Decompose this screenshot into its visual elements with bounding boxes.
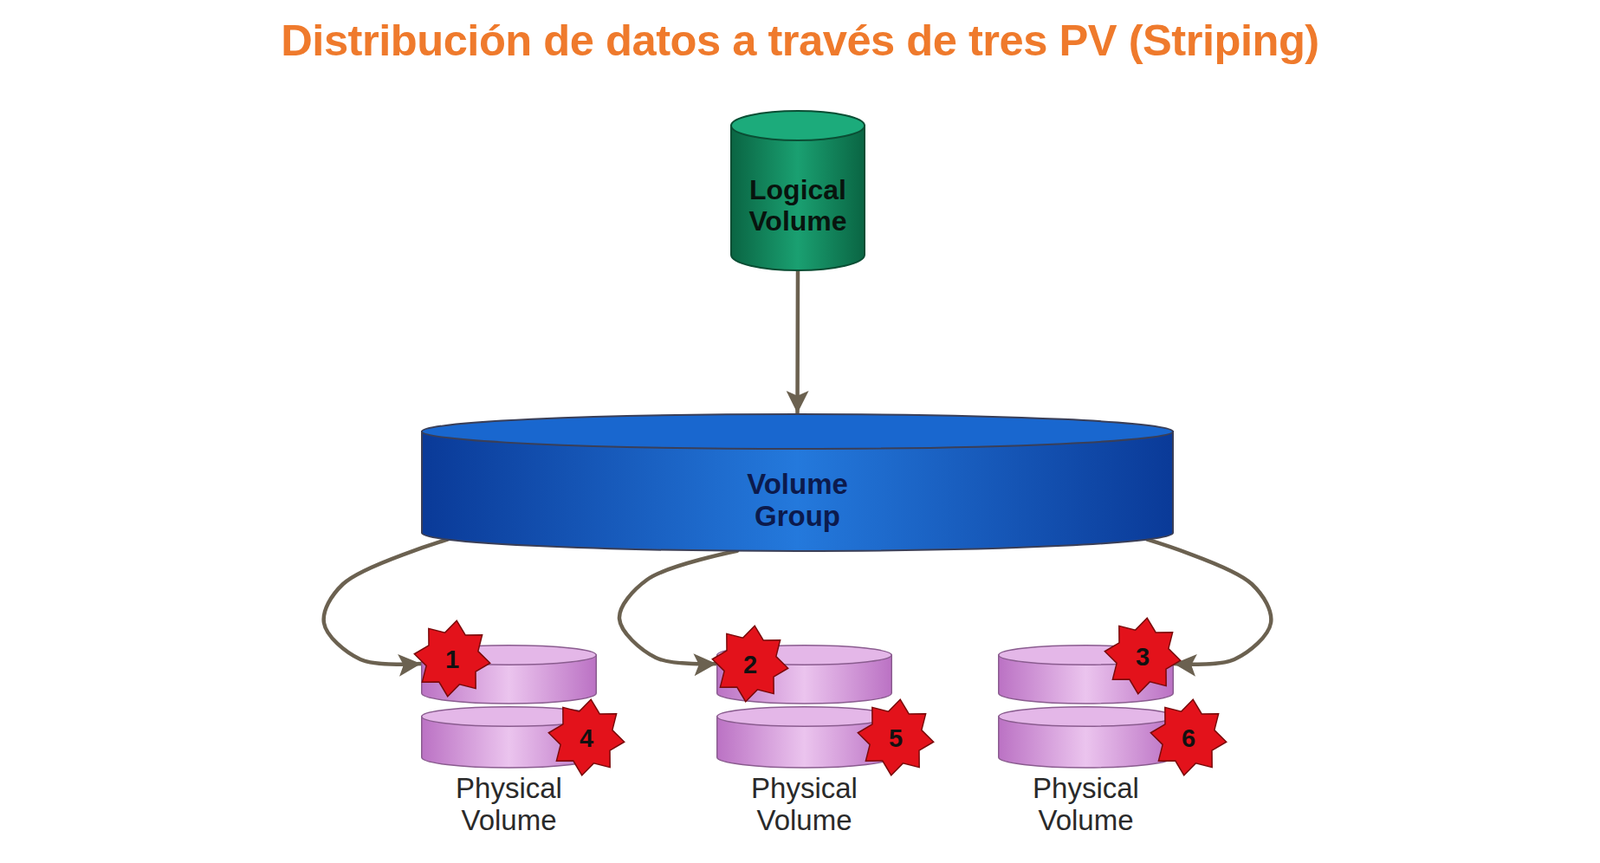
callout-star xyxy=(712,625,788,701)
callout-number: 1 xyxy=(426,647,479,673)
callout-number: 3 xyxy=(1116,644,1169,670)
text-holder: Volume Group xyxy=(421,413,1174,551)
callout-number: 4 xyxy=(560,725,613,752)
volume-caption: Physical Volume xyxy=(421,772,597,837)
callout-star xyxy=(1104,617,1180,694)
callout-star xyxy=(548,699,624,775)
text-holder: Logical Volume xyxy=(730,110,866,271)
callout-number: 6 xyxy=(1162,725,1215,752)
pv-disk-top xyxy=(717,706,893,727)
node-label: Logical Volume xyxy=(737,174,859,238)
logical-volume-cylinder: Logical Volume xyxy=(730,110,866,271)
connector-group xyxy=(323,270,1272,665)
physical-volume-disks: Physical Volume xyxy=(716,644,893,837)
node-label: Volume Group xyxy=(724,468,872,533)
callout-star xyxy=(1150,699,1226,775)
volume-group-disc: Volume Group xyxy=(421,413,1174,551)
callout-number: 2 xyxy=(724,652,777,678)
callout-star xyxy=(857,699,933,775)
lv-cylinder-body xyxy=(731,125,865,271)
pv-disk-top xyxy=(998,706,1174,727)
volume-caption: Physical Volume xyxy=(716,772,893,837)
volume-caption: Physical Volume xyxy=(997,772,1174,837)
physical-volume-disks: Physical Volume xyxy=(997,644,1174,837)
connector-arrow xyxy=(619,550,738,665)
diagram-title: Distribución de datos a través de tres P… xyxy=(0,15,1600,66)
text-holder: Physical Volume xyxy=(716,644,893,837)
callout-star xyxy=(414,620,490,696)
text-holder: Physical Volume xyxy=(421,644,597,837)
vg-disc xyxy=(421,414,1173,551)
pv-disk xyxy=(998,706,1174,768)
text-holder: Physical Volume xyxy=(997,644,1174,837)
callout-number: 5 xyxy=(869,725,922,752)
vg-disc-top xyxy=(421,414,1173,449)
physical-volume-disks: Physical Volume xyxy=(421,644,597,837)
node-outline xyxy=(716,644,893,768)
lv-cylinder xyxy=(731,110,865,271)
lv-cylinder-top xyxy=(731,110,865,141)
connector-arrow xyxy=(795,270,800,414)
